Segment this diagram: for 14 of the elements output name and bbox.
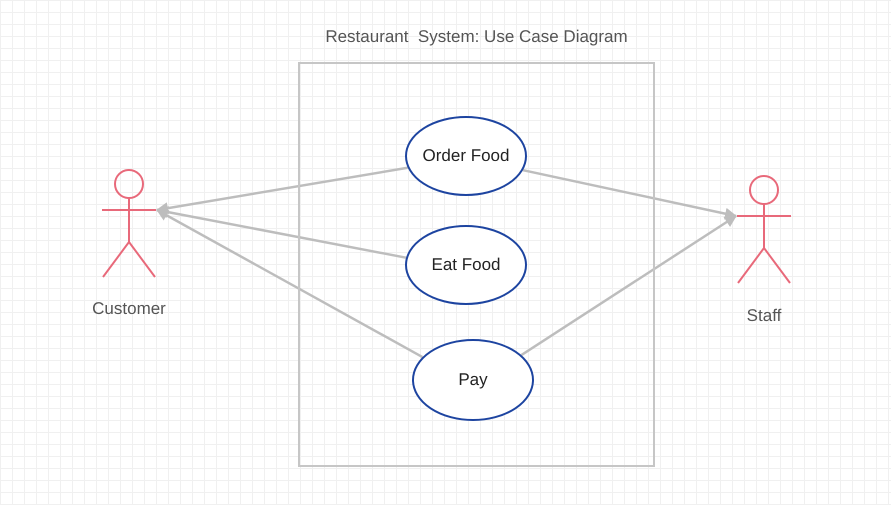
use-case-ellipse: [405, 225, 527, 305]
use-case-label: Eat Food: [430, 255, 502, 275]
use-case-label: Order Food: [422, 146, 510, 166]
association-arrow: [520, 214, 737, 356]
system-title: Restaurant System: Use Case Diagram: [324, 27, 629, 47]
use-case-ellipse: [412, 339, 534, 421]
association-arrow: [156, 208, 424, 358]
association-arrow: [156, 206, 406, 259]
use-case-ellipse: [405, 116, 527, 196]
association-arrow: [156, 166, 408, 214]
actor-name: Staff: [746, 306, 782, 326]
use-case-label: Pay: [457, 370, 489, 390]
association-arrow: [522, 168, 737, 220]
actor-name: Customer: [91, 299, 167, 319]
